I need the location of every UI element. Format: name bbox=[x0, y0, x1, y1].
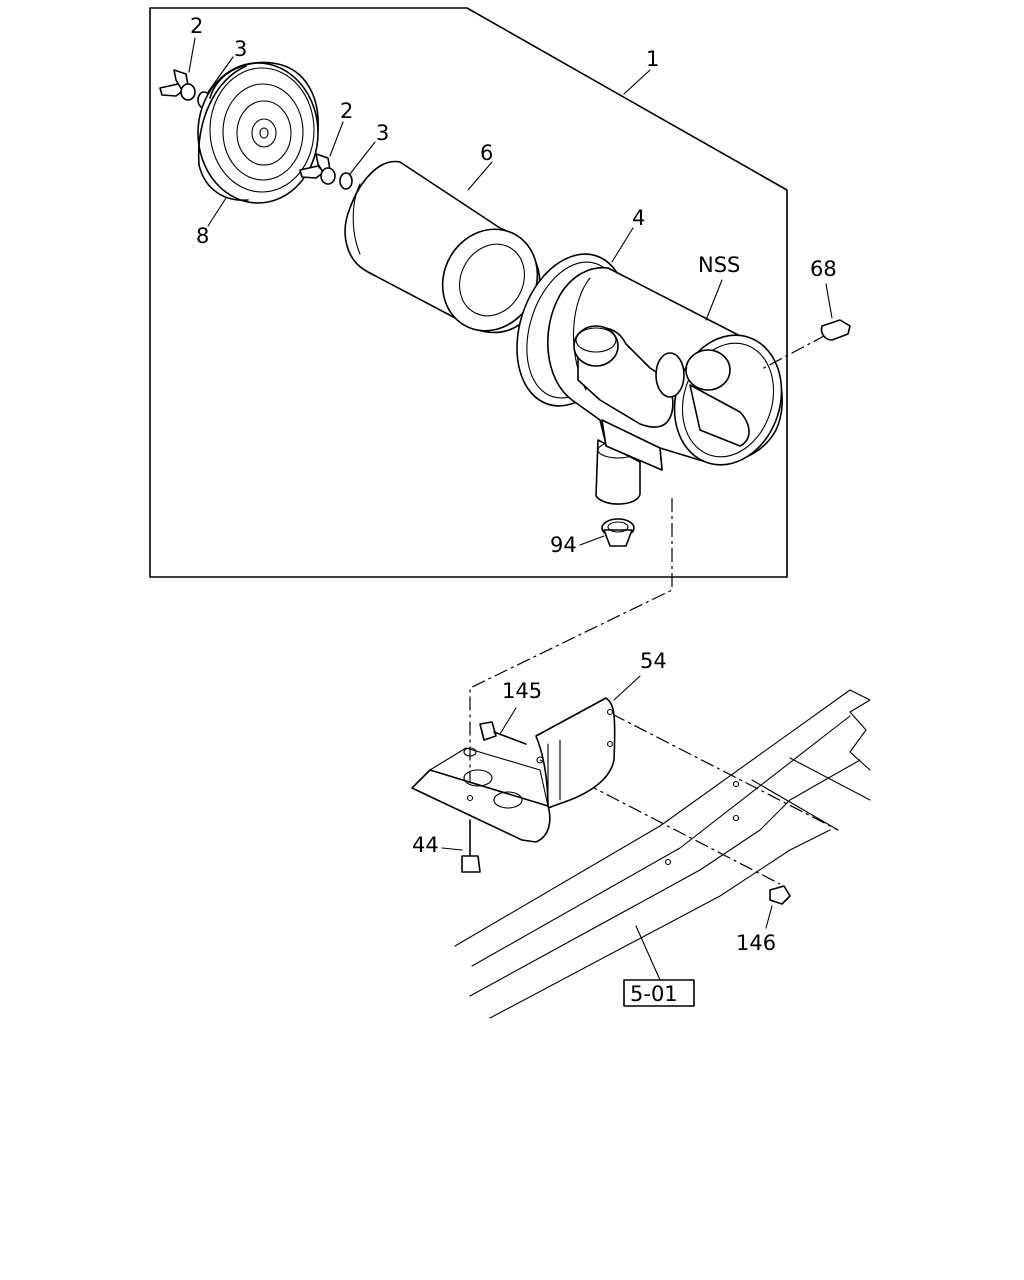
callout-1: 1 bbox=[646, 47, 659, 71]
callout-3-lower: 3 bbox=[376, 121, 389, 145]
callout-44: 44 bbox=[412, 833, 439, 857]
callout-54: 54 bbox=[640, 649, 667, 673]
washer-lower bbox=[339, 141, 376, 190]
callout-8: 8 bbox=[196, 224, 209, 248]
frame-rail bbox=[454, 689, 871, 1019]
callout-nss: NSS bbox=[698, 253, 740, 277]
air-cleaner-housing bbox=[547, 266, 783, 505]
callout-4: 4 bbox=[632, 206, 645, 230]
assembly-to-bracket-leader bbox=[469, 498, 673, 800]
plug-68 bbox=[759, 283, 851, 371]
dust-valve-94 bbox=[579, 518, 635, 547]
callout-146: 146 bbox=[736, 931, 776, 955]
bolt-44 bbox=[441, 819, 481, 873]
nut-146 bbox=[765, 885, 791, 929]
wing-bolt-lower bbox=[299, 121, 344, 185]
callout-6: 6 bbox=[480, 141, 493, 165]
callout-145: 145 bbox=[502, 679, 542, 703]
callout-94: 94 bbox=[550, 533, 577, 557]
mounting-bracket bbox=[411, 675, 641, 843]
filter-element bbox=[344, 160, 541, 334]
callout-2-upper: 2 bbox=[190, 14, 203, 38]
reference-box-label: 5-01 bbox=[630, 982, 678, 1006]
callout-2-lower: 2 bbox=[340, 99, 353, 123]
callout-68: 68 bbox=[810, 257, 837, 281]
reference-box[interactable]: 5-01 bbox=[623, 979, 695, 1007]
bolt-145 bbox=[479, 707, 527, 745]
assembly-frame bbox=[149, 7, 788, 578]
reference-leader bbox=[635, 925, 661, 981]
callout-3-upper: 3 bbox=[234, 37, 247, 61]
wing-bolt-upper bbox=[159, 37, 196, 101]
cover-cap bbox=[197, 61, 319, 227]
